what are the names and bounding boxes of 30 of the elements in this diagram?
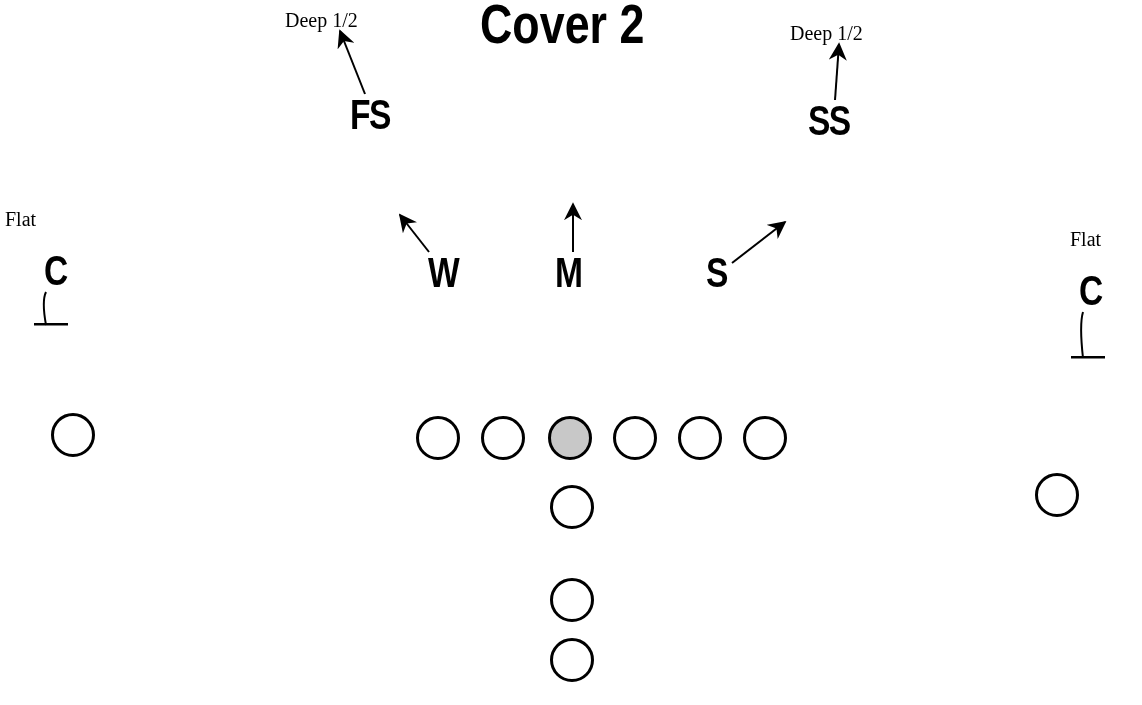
player-circle (613, 416, 657, 460)
player-circle (481, 416, 525, 460)
arrow (398, 213, 430, 253)
position-letter: M (555, 252, 588, 294)
player-circle (743, 416, 787, 460)
player-circle (51, 413, 95, 457)
player-circle (550, 638, 594, 682)
arrow (564, 202, 582, 253)
zone-label: Flat (5, 208, 37, 230)
zone-label: Flat (1070, 228, 1102, 250)
route-line (1071, 311, 1105, 359)
position-letter: S (706, 252, 732, 294)
player-circle (550, 485, 594, 529)
player-circle (416, 416, 460, 460)
center-circle (548, 416, 592, 460)
position-letter: C (44, 250, 73, 292)
position-letter: W (428, 252, 466, 294)
player-circle (550, 578, 594, 622)
arrow (337, 29, 366, 95)
arrow (828, 42, 847, 101)
route-line (34, 291, 68, 326)
zone-label: Deep 1/2 (790, 22, 863, 44)
position-letter: C (1079, 270, 1108, 312)
player-circle (1035, 473, 1079, 517)
zone-label: Deep 1/2 (285, 9, 358, 31)
position-letter: FS (350, 94, 400, 136)
title: Cover 2 (480, 0, 645, 54)
player-circle (678, 416, 722, 460)
arrow (731, 220, 787, 264)
position-letter: SS (808, 100, 861, 142)
